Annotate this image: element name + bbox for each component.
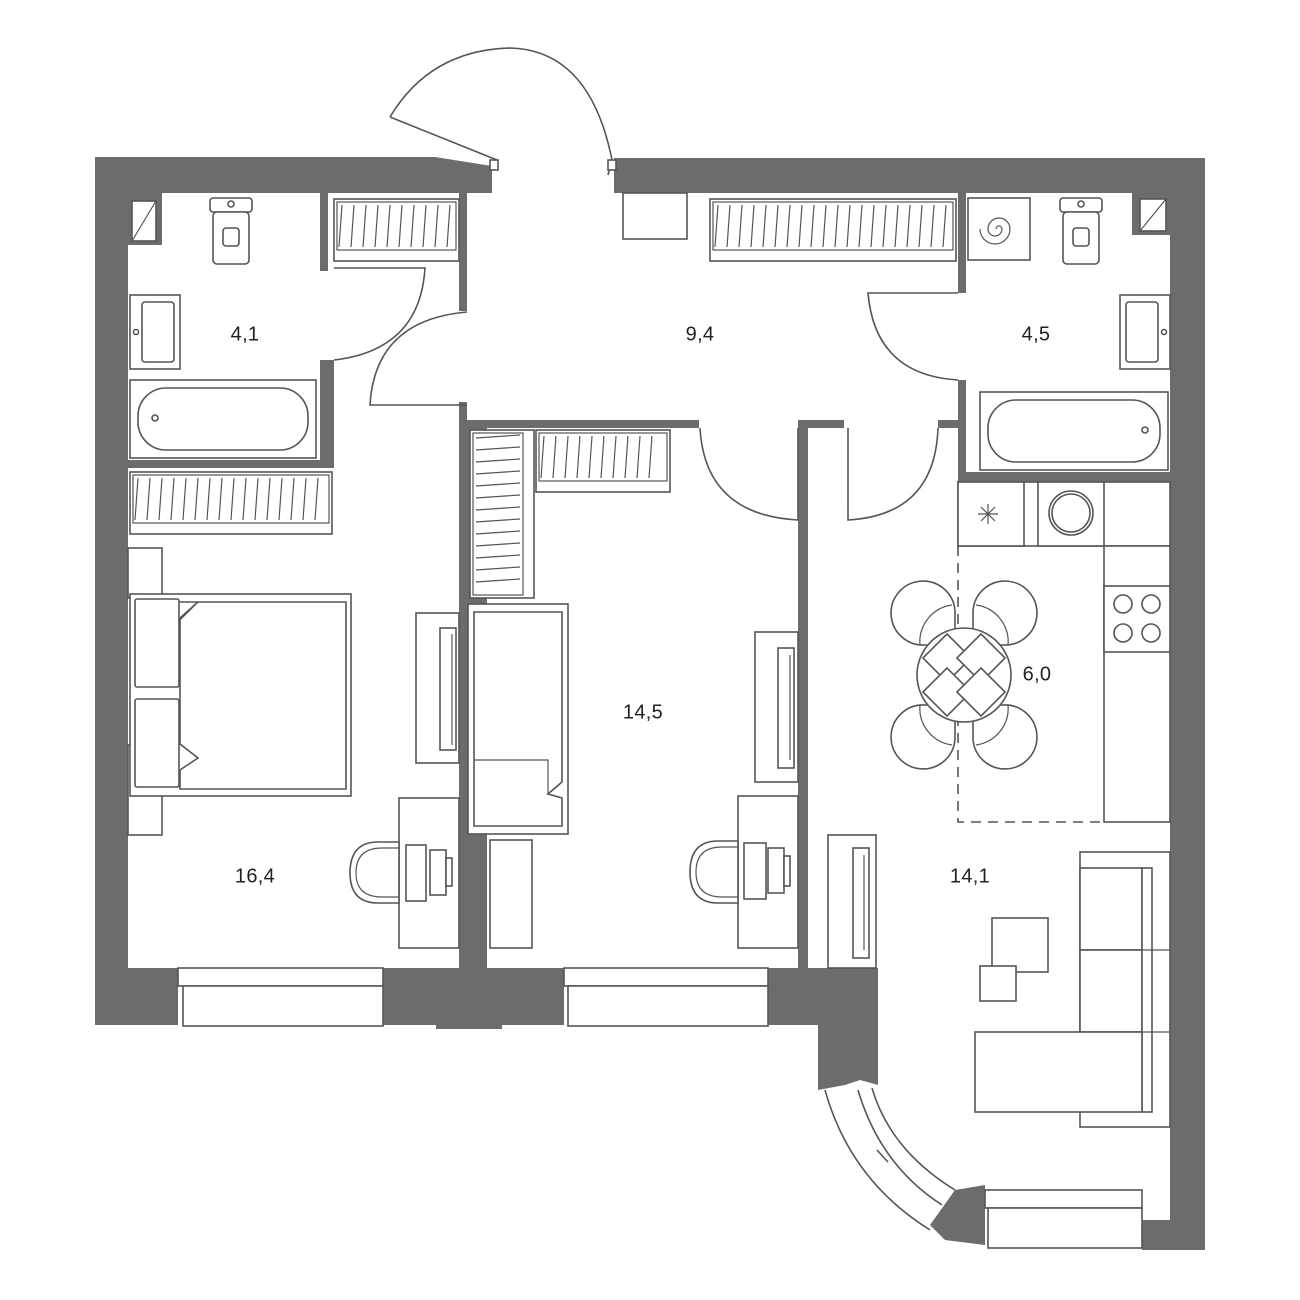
door-icon (699, 427, 799, 521)
bedroom-middle-furniture (467, 603, 799, 949)
toilet-icon (1059, 197, 1103, 265)
dining-table-icon (890, 580, 1038, 770)
bedroom-left-furniture (127, 547, 460, 949)
stove-icon (1103, 585, 1171, 653)
toilet-icon (209, 197, 253, 265)
living-furniture (827, 834, 1171, 1128)
partition-bath-right-left (958, 193, 966, 293)
sink-icon (129, 294, 181, 370)
chair-icon (689, 840, 739, 904)
door-icon (867, 292, 959, 381)
area-label-kitchen: 6,0 (1022, 663, 1052, 686)
window-pier-3 (500, 968, 564, 1025)
partition-bath-left-bottom (128, 460, 334, 468)
sofa-icon (974, 851, 1171, 1128)
hall-shoe-cabinet (622, 192, 688, 240)
bath-left-fixtures (129, 197, 317, 459)
window-pier-1 (383, 968, 438, 1025)
window-icon (177, 967, 1143, 1249)
bed-icon (127, 547, 352, 836)
door-icon (847, 427, 939, 521)
area-label-bath-right: 4,5 (1021, 323, 1051, 346)
partition-bath-left-top (320, 193, 328, 271)
window-pier-4 (768, 968, 818, 1025)
bed-icon (467, 603, 569, 949)
door-icon (389, 47, 617, 176)
door-icon (333, 267, 426, 361)
partition-hall-right-2 (938, 420, 966, 428)
bay-wall (818, 968, 878, 1090)
sink-icon (1119, 294, 1171, 370)
washing-machine-icon (1037, 481, 1105, 547)
tv-icon (754, 631, 799, 783)
pillar-left-door (459, 402, 467, 428)
ventilation-icon (1139, 198, 1167, 232)
wardrobe-icon (709, 198, 957, 262)
partition-bath-right-bottom (958, 472, 1170, 482)
ventilation-icon (131, 200, 157, 242)
bathtub-icon (979, 391, 1169, 471)
bay-end-wall (930, 1185, 985, 1245)
area-label-living: 14,1 (949, 865, 991, 888)
tv-icon (415, 612, 460, 764)
wardrobe-icon (469, 429, 535, 599)
door-icon (369, 311, 468, 406)
desk-icon (398, 797, 460, 949)
area-label-bath-left: 4,1 (230, 323, 260, 346)
coffee-table (991, 917, 1049, 973)
wardrobe-icon (535, 429, 671, 493)
bath-right-fixtures (967, 197, 1171, 471)
window-pier-2 (436, 968, 502, 1029)
fridge-icon (957, 481, 1025, 547)
partition-closet-left (459, 193, 467, 311)
partition-hall-middle (459, 420, 699, 428)
wardrobe-icon (333, 198, 460, 262)
kitchen-furniture (890, 481, 1171, 823)
partition-hall-right (798, 420, 844, 428)
tv-icon (827, 834, 877, 969)
partition-bath-left-right (320, 360, 334, 468)
inner-doors (333, 267, 959, 521)
desk-icon (737, 795, 799, 949)
area-label-bedroom-left: 16,4 (234, 865, 276, 888)
chair-icon (349, 841, 400, 904)
wardrobes (129, 198, 957, 599)
boiler-icon (967, 197, 1031, 261)
wardrobe-icon (129, 471, 333, 535)
area-label-bedroom-middle: 14,5 (622, 701, 664, 724)
coffee-table-small (979, 965, 1017, 1002)
partition-middle-right (798, 420, 808, 968)
bathtub-icon (129, 379, 317, 459)
area-label-hall: 9,4 (685, 323, 715, 346)
